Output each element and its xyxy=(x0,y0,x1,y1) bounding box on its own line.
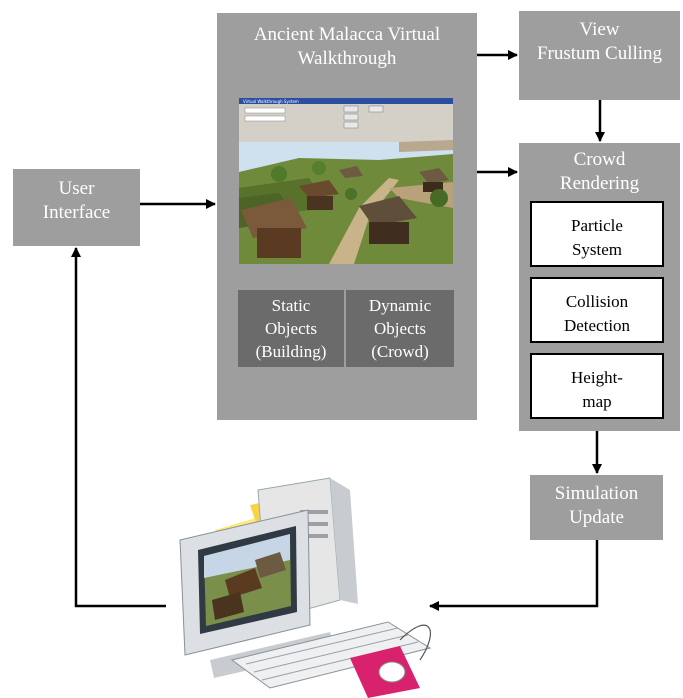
arrow-computer-to-ui xyxy=(71,247,166,608)
heightmap-box: Height- map xyxy=(530,353,664,419)
collision-detection-box: Collision Detection xyxy=(530,277,664,343)
dynamic-objects-box: Dynamic Objects (Crowd) xyxy=(346,290,454,367)
walkthrough-scene-image: Virtual Walkthrough System xyxy=(239,98,453,264)
svg-text:Virtual Walkthrough System: Virtual Walkthrough System xyxy=(243,99,299,104)
main-panel-title: Ancient Malacca Virtual Walkthrough xyxy=(253,24,441,69)
user-interface-box: User Interface xyxy=(13,169,140,246)
arrow-simulation-to-computer xyxy=(429,540,599,611)
view-frustum-culling-box: View Frustum Culling xyxy=(519,11,680,100)
particle-system-box: Particle System xyxy=(530,201,664,267)
static-objects-box: Static Objects (Building) xyxy=(238,290,344,367)
walkthrough-screenshot: Virtual Walkthrough System xyxy=(239,98,453,264)
simulation-update-box: Simulation Update xyxy=(530,475,663,540)
